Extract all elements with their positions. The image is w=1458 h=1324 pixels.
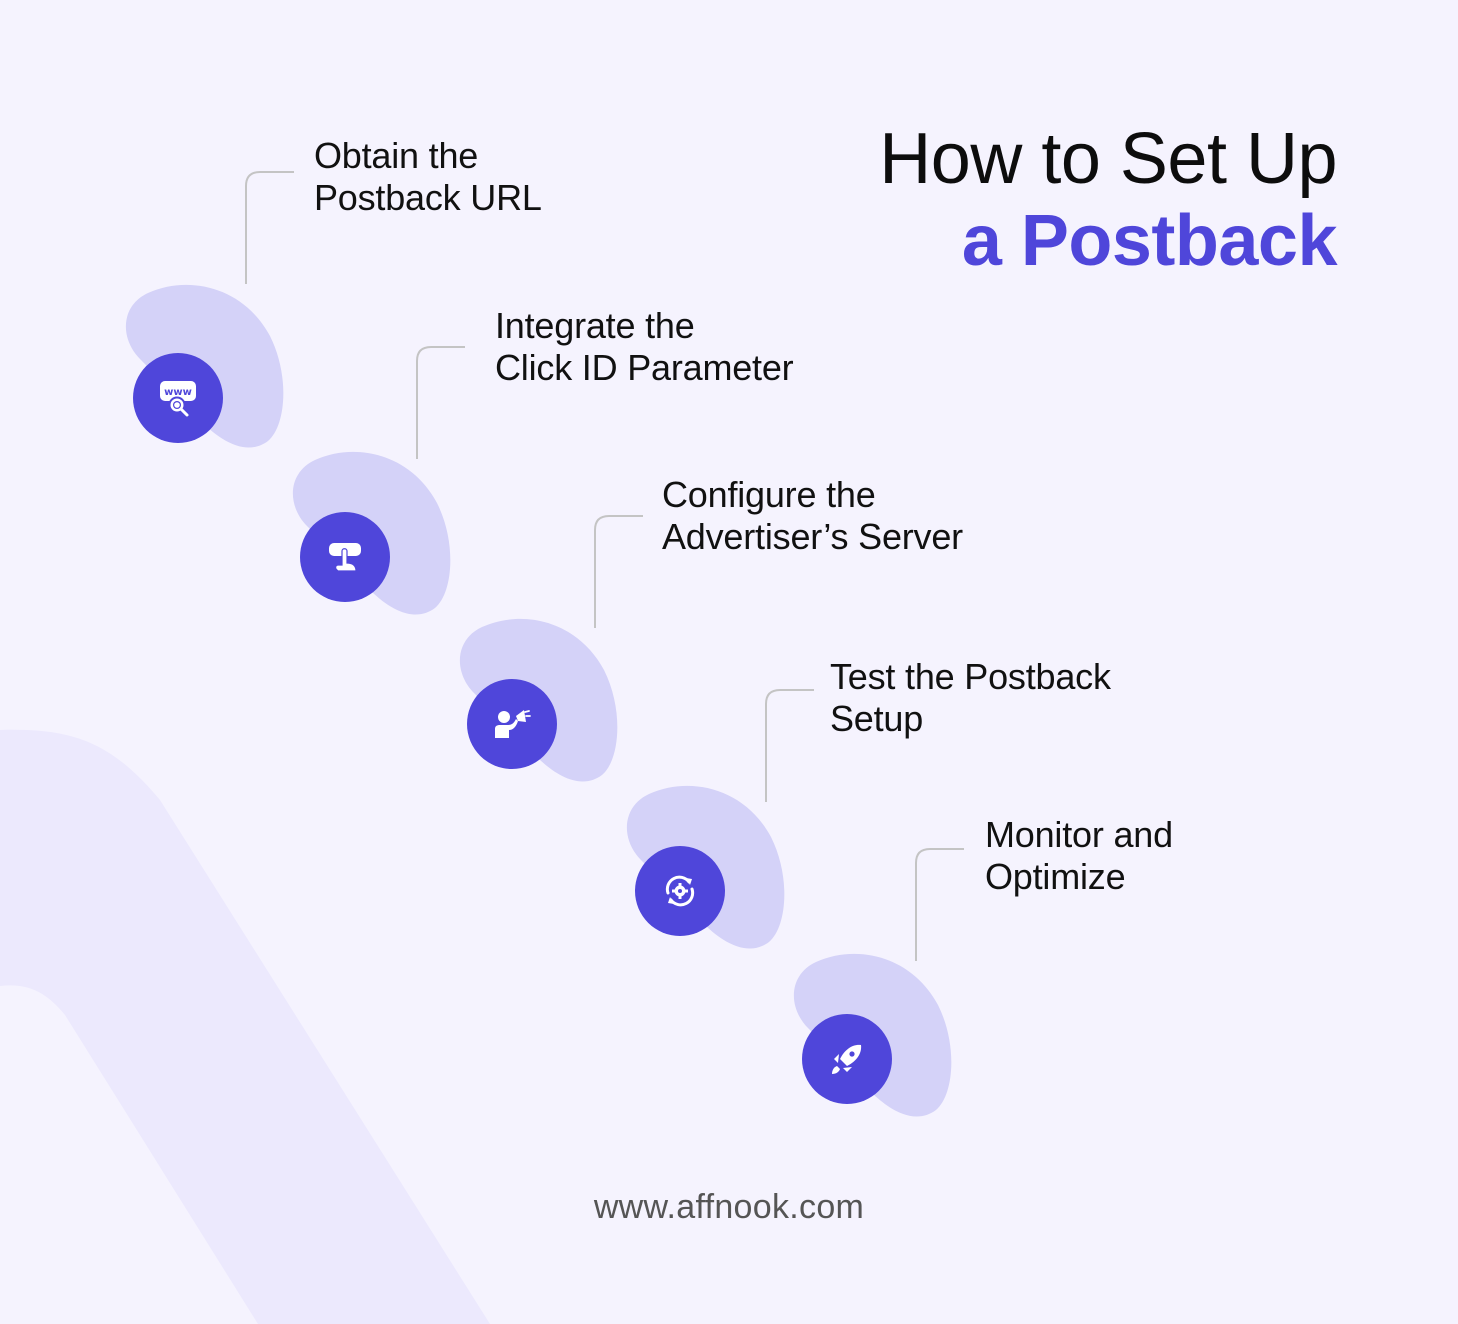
svg-text:www: www	[164, 387, 192, 398]
step-5-connector	[915, 848, 964, 961]
step-3-label-line-1: Configure the	[662, 474, 876, 515]
rocket-icon	[832, 1044, 862, 1074]
step-1-label: Obtain the Postback URL	[314, 135, 542, 219]
step-4-label: Test the Postback Setup	[830, 656, 1111, 740]
click-pointer-icon	[329, 543, 361, 572]
step-5-label-line-1: Monitor and	[985, 814, 1173, 855]
step-5-icon-circle	[802, 1014, 892, 1104]
step-3-label: Configure the Advertiser’s Server	[662, 474, 963, 558]
step-3-icon-circle	[467, 679, 557, 769]
step-1-connector	[245, 171, 294, 284]
step-2-label-line-2: Click ID Parameter	[495, 347, 794, 388]
step-1-icon-circle: www	[133, 353, 223, 443]
www-search-icon: www	[160, 381, 196, 417]
step-4-label-line-1: Test the Postback	[830, 656, 1111, 697]
title-line-2: a Postback	[961, 201, 1338, 281]
step-2-label: Integrate the Click ID Parameter	[495, 305, 794, 389]
person-megaphone-icon	[495, 710, 531, 738]
step-2-icon-circle	[300, 512, 390, 602]
step-3-connector	[594, 515, 643, 628]
step-4-label-line-2: Setup	[830, 698, 924, 739]
page-title: How to Set Up a Postback	[879, 118, 1337, 282]
step-5-label: Monitor and Optimize	[985, 814, 1173, 898]
title-line-1: How to Set Up	[879, 119, 1337, 199]
step-3-label-line-2: Advertiser’s Server	[662, 516, 963, 557]
step-4-icon-circle	[635, 846, 725, 936]
step-1-label-line-2: Postback URL	[314, 177, 542, 218]
step-2-label-line-1: Integrate the	[495, 305, 695, 346]
footer-website: www.affnook.com	[593, 1188, 865, 1226]
step-4-connector	[765, 689, 814, 802]
step-2-connector	[416, 346, 465, 459]
step-5-label-line-2: Optimize	[985, 856, 1126, 897]
step-1-label-line-1: Obtain the	[314, 135, 479, 176]
refresh-gear-icon	[665, 875, 695, 907]
